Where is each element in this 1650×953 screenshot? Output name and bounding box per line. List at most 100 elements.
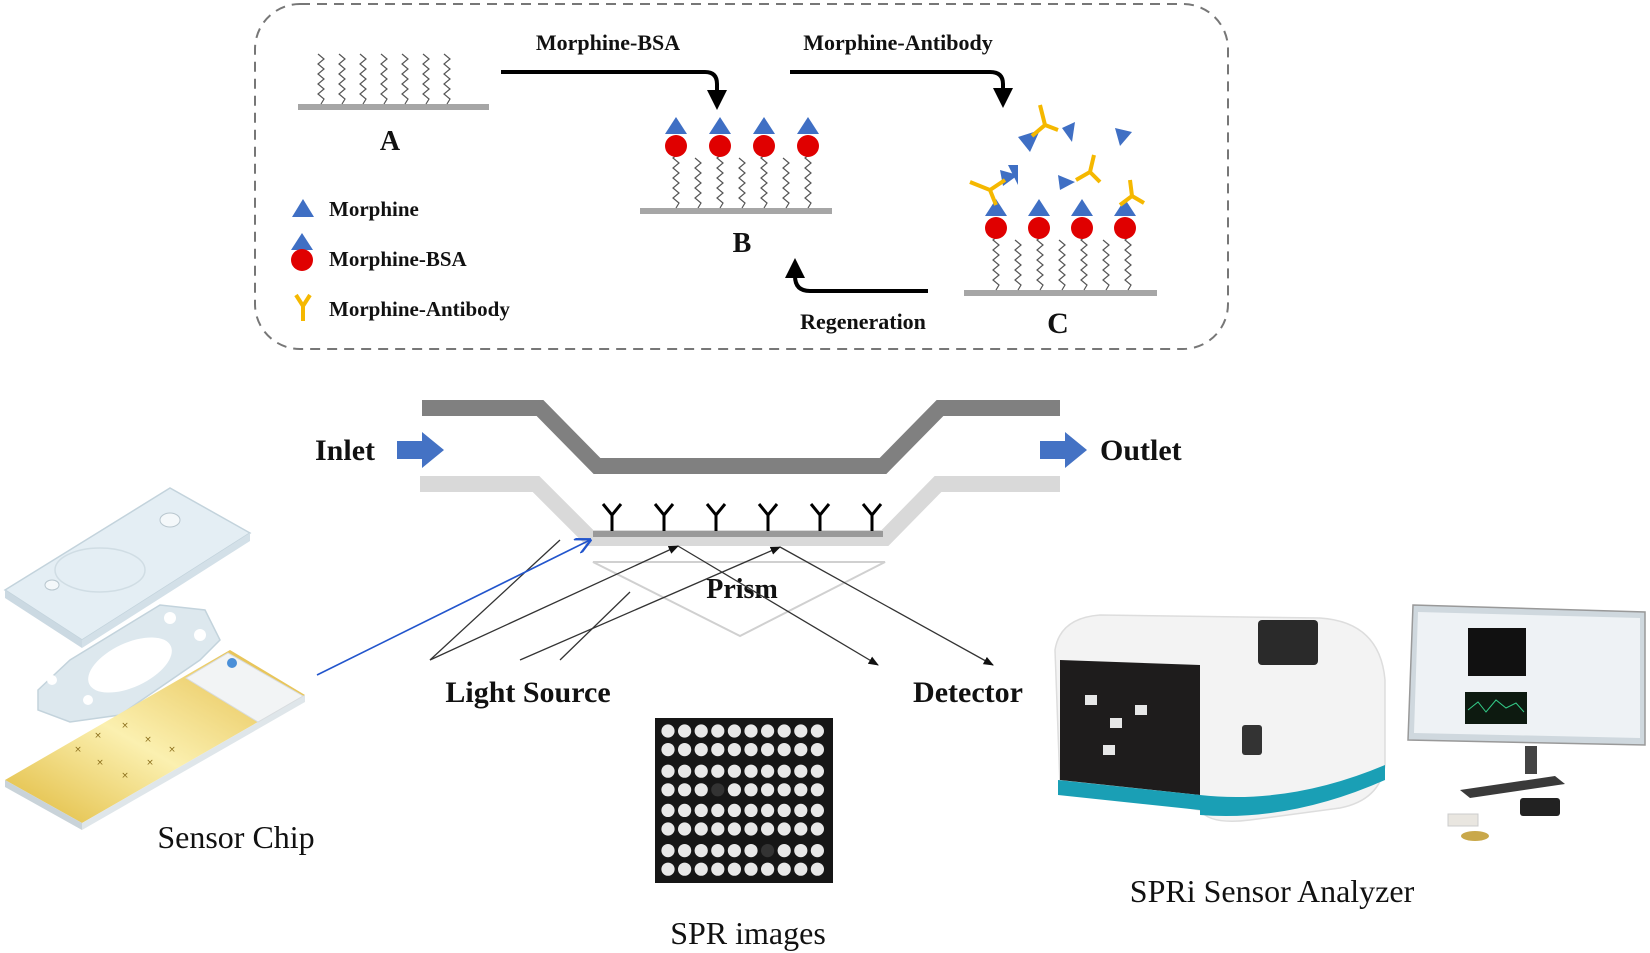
spr-spot (661, 862, 675, 876)
spr-spot (794, 822, 808, 836)
legend-label: Morphine-Antibody (329, 297, 510, 321)
sensor-chip-illustration: ×××××××× (3, 487, 305, 830)
spr-spot (694, 803, 708, 818)
spr-spot (661, 803, 675, 818)
spr-spot (661, 822, 675, 836)
morphine-triangle (1071, 199, 1093, 216)
linker-chain (380, 53, 388, 105)
spr-spot (727, 862, 742, 876)
spr-spot (711, 844, 725, 858)
spri-analyzer-illustration (1054, 604, 1646, 841)
inlet-arrow-icon (397, 432, 444, 468)
spr-spot (711, 724, 725, 738)
spr-spot (694, 764, 708, 778)
linker-chain (317, 53, 325, 105)
linker-chain (1014, 239, 1022, 291)
prism-label: Prism (706, 574, 778, 605)
spr-spot (678, 822, 692, 836)
spr-spot (761, 862, 775, 876)
spr-spot (761, 743, 775, 757)
spr-spot (727, 822, 742, 836)
linker-chain (804, 147, 812, 209)
spr-spot (711, 764, 725, 778)
morphine-triangle-icon (292, 199, 314, 217)
analyzer-instrument (1054, 614, 1386, 822)
spr-spot (810, 844, 825, 858)
spr-spot-dark (711, 783, 725, 797)
spr-spot (761, 783, 775, 797)
flow-cell-top-wall (422, 400, 1060, 474)
spr-spot (744, 844, 758, 858)
spr-spot (777, 724, 791, 738)
morphine-triangle (709, 117, 731, 134)
detector-label: Detector (913, 676, 1023, 709)
free-antibody-complexes (969, 104, 1146, 207)
spr-spot (678, 803, 692, 818)
analyzer-caption: SPRi Sensor Analyzer (1130, 873, 1415, 909)
step-label-b: B (733, 228, 752, 259)
spr-image-background (655, 718, 833, 883)
spr-spot (661, 743, 675, 757)
spr-spot (794, 803, 808, 818)
spr-spot (794, 862, 808, 876)
bsa-circle (709, 135, 731, 157)
sensor-chip-caption: Sensor Chip (157, 819, 314, 855)
spr-spot (761, 803, 775, 818)
linker-chain (992, 229, 1000, 291)
spr-spot (810, 724, 825, 738)
legend: Morphine Morphine-BSA Morphine-Antibody (291, 197, 510, 321)
linker-chain (782, 157, 790, 209)
spr-spot (711, 862, 725, 876)
chip-spot-mark: × (168, 745, 176, 755)
arrow-morphine-antibody (790, 70, 1013, 108)
spr-spot (810, 803, 825, 818)
surface-a (298, 53, 489, 110)
spr-spot (810, 764, 825, 778)
spr-spot (777, 862, 791, 876)
legend-item-morphine-antibody: Morphine-Antibody (294, 293, 510, 321)
legend-label: Morphine-BSA (329, 247, 468, 271)
light-ray-incident-2 (559, 591, 631, 661)
spr-spot (727, 783, 742, 797)
bsa-circle (753, 135, 775, 157)
chip-gasket (37, 604, 221, 723)
step-label-a: A (380, 126, 401, 157)
chip-gold-slide: ×××××××× (5, 650, 305, 830)
light-ray-in-b (519, 546, 781, 661)
morphine-bsa-circle-icon (291, 249, 313, 271)
spr-spot (777, 803, 791, 818)
spr-spot (727, 764, 742, 778)
light-ray-in-a (429, 545, 679, 661)
step-label-c: C (1047, 307, 1069, 340)
spr-spot-dark (761, 844, 775, 858)
spr-spot (810, 822, 825, 836)
chip-spot-mark: × (96, 758, 104, 768)
morphine-triangle (1028, 199, 1050, 216)
chip-cover-plate (3, 487, 252, 648)
spr-spot (777, 822, 791, 836)
spr-spot (711, 803, 725, 818)
linker-chain (760, 147, 768, 209)
spr-spot (777, 783, 791, 797)
outlet-arrow-icon (1040, 432, 1087, 468)
antibody-y-icon (809, 503, 831, 531)
spr-spot (711, 822, 725, 836)
inlet-label: Inlet (315, 434, 375, 467)
chip-spot-mark: × (121, 771, 129, 781)
spr-spot (744, 724, 758, 738)
linker-chain (694, 157, 702, 209)
spr-spot (694, 724, 708, 738)
spr-spot (777, 764, 791, 778)
linker-chain (422, 53, 430, 105)
light-ray-out-a (677, 545, 879, 666)
bsa-circle (1114, 217, 1136, 239)
legend-item-morphine: Morphine (292, 197, 419, 221)
spr-spot (661, 724, 675, 738)
chip-spot-mark: × (94, 731, 102, 741)
bsa-circle (797, 135, 819, 157)
flow-cell-bottom-wall (420, 476, 1060, 546)
spr-spot (678, 724, 692, 738)
chip-spot-mark: × (74, 745, 82, 755)
antibody-y-icon (705, 503, 727, 531)
morphine-triangle (797, 117, 819, 134)
